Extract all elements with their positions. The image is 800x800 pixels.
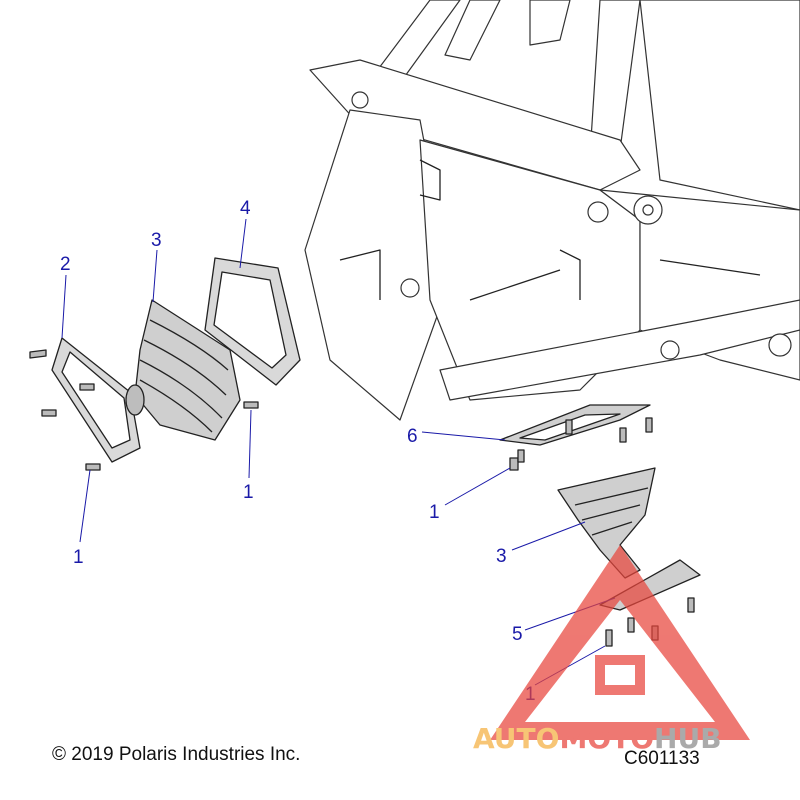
watermark-moto: MOTO: [559, 722, 654, 755]
drawing-code: C601133: [624, 748, 700, 769]
callout-3-right: 3: [496, 546, 507, 567]
callout-3-left: 3: [151, 230, 162, 251]
boot-3-right: [557, 467, 656, 579]
watermark-inner-mark-icon: [595, 655, 645, 695]
callout-2: 2: [60, 254, 71, 275]
automotohub-watermark: AUTOMOTOHUB: [473, 545, 750, 755]
callout-1-left-upper: 1: [243, 482, 254, 503]
gasket-2-left: [51, 337, 141, 463]
boot-3-left: [125, 299, 241, 441]
watermark-hub: HUB: [654, 722, 722, 755]
vehicle-frame: [304, 0, 800, 421]
watermark-triangle-icon: [490, 545, 750, 740]
watermark-auto: AUTO: [473, 722, 559, 755]
callout-1-right-upper: 1: [429, 502, 440, 523]
plate-6: [499, 404, 651, 446]
callout-5: 5: [512, 624, 523, 645]
callout-4: 4: [240, 198, 251, 219]
callout-1-left-lower: 1: [73, 547, 84, 568]
callout-6: 6: [407, 426, 418, 447]
fasteners-left: [29, 349, 259, 471]
copyright-notice: © 2019 Polaris Industries Inc.: [52, 744, 300, 765]
svg-text:AUTOMOTOHUB: AUTOMOTOHUB: [473, 722, 722, 755]
gasket-4-left: [204, 257, 301, 386]
